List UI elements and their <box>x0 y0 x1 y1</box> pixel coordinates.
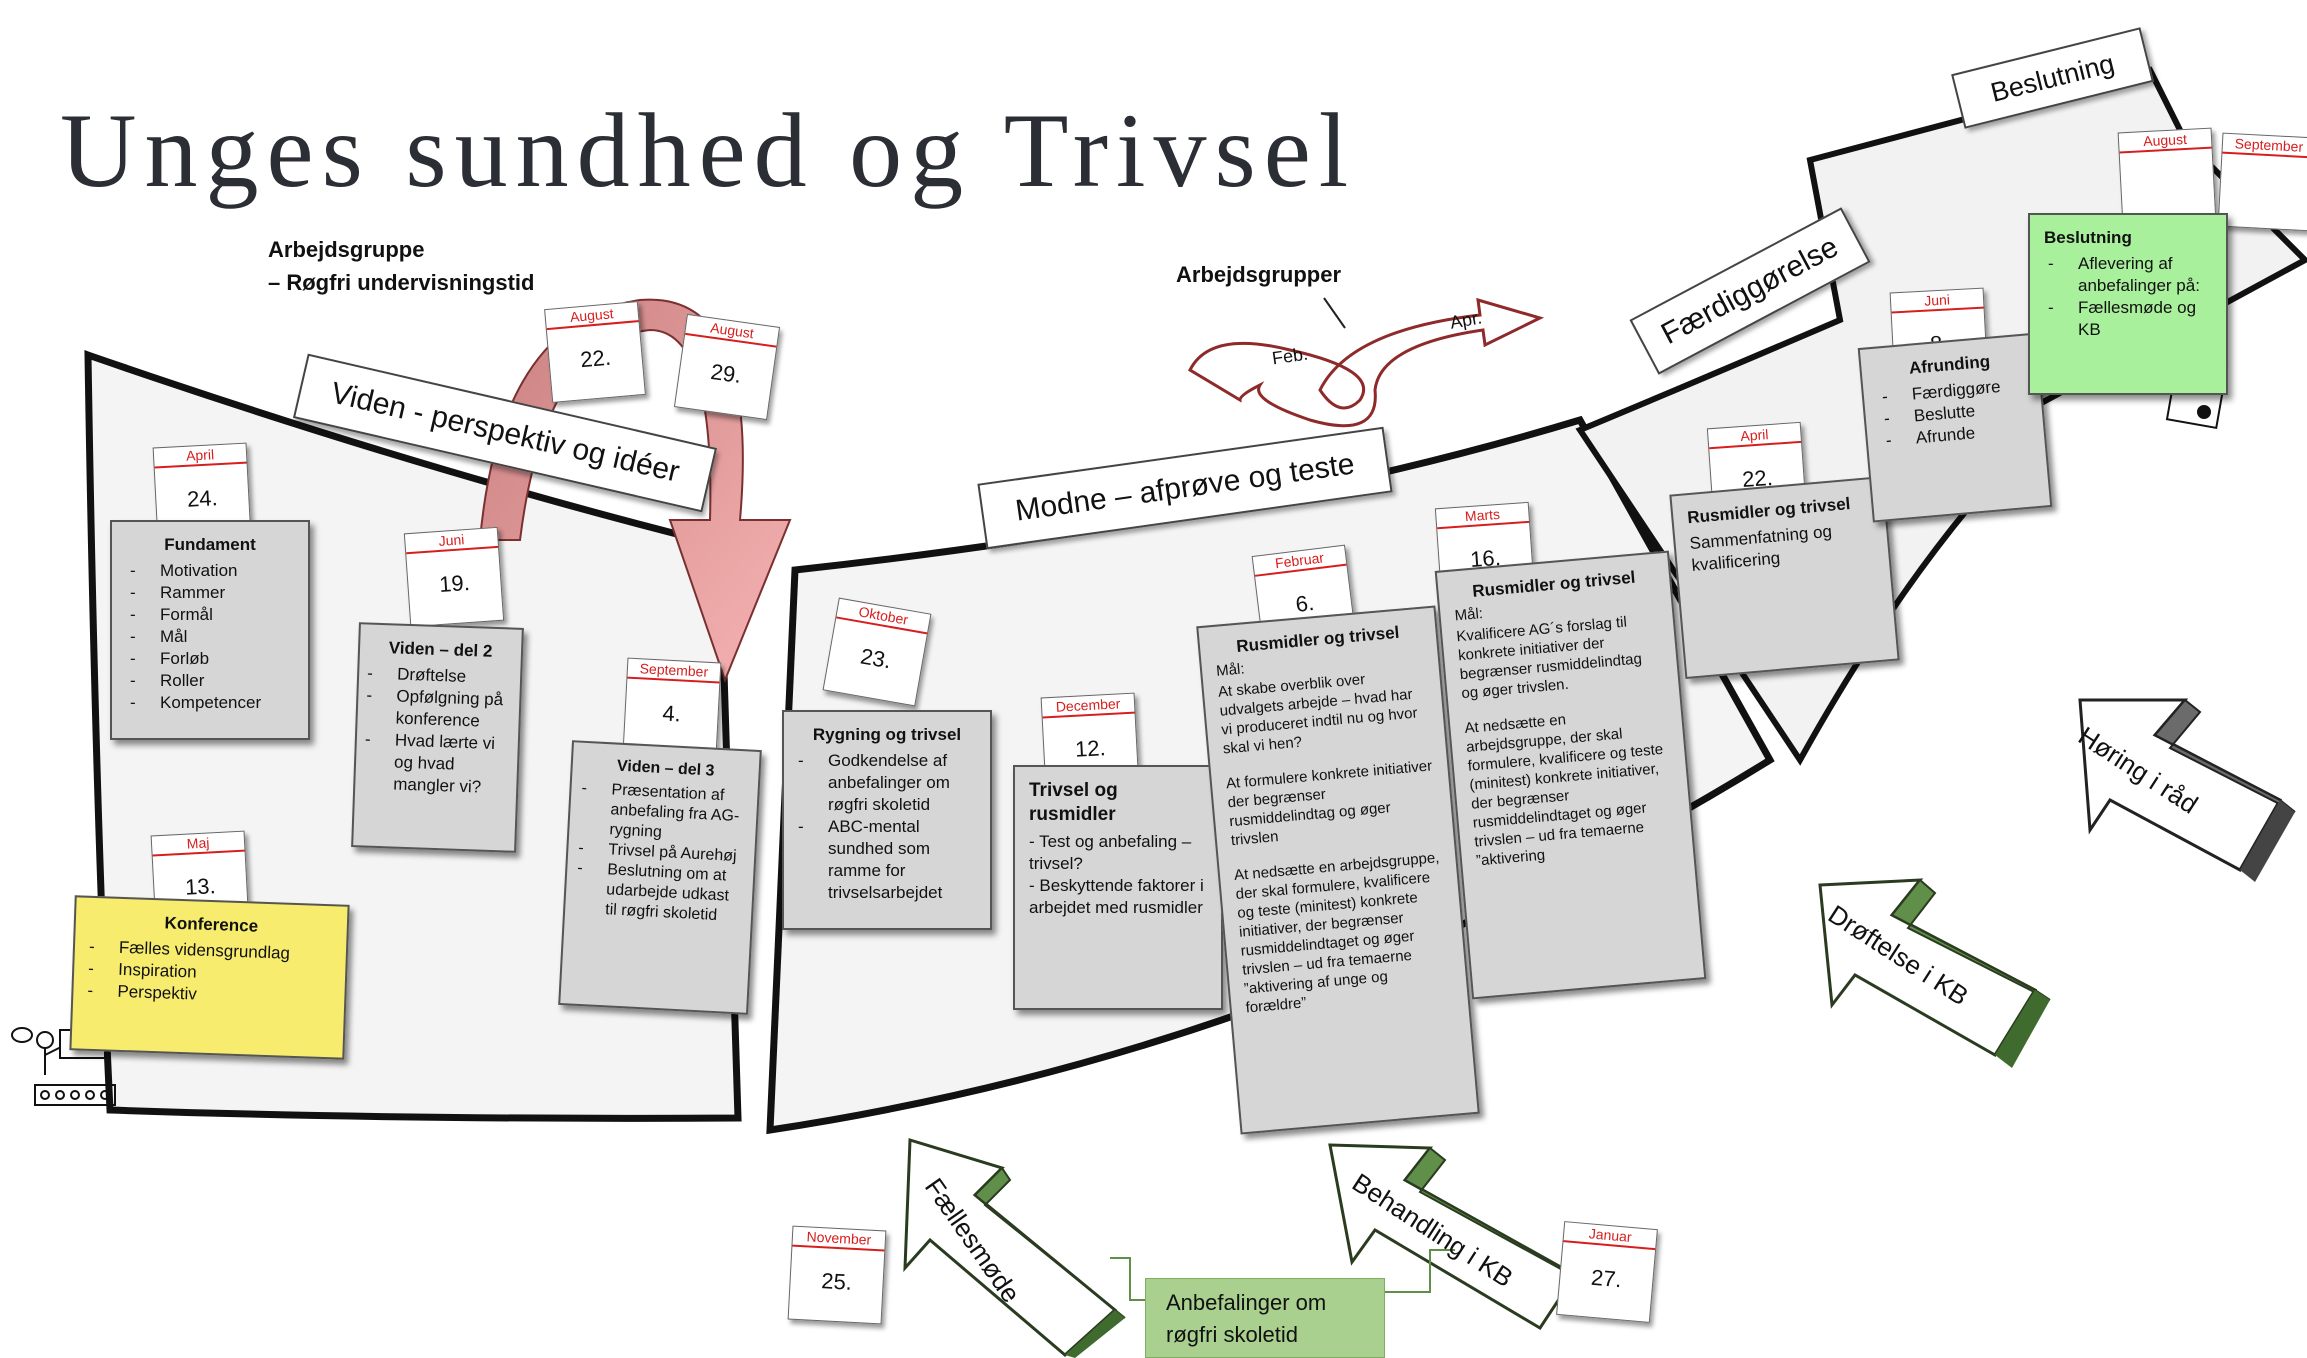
card-paragraph: At nedsætte en arbejdsgruppe, der skal f… <box>1463 711 1664 870</box>
card-viden-3: Viden – del 3 Præsentation af anbefaling… <box>558 740 762 1015</box>
calendar-month: Juni <box>404 527 499 555</box>
calendar-day: 12. <box>1074 735 1107 762</box>
person-icon <box>11 1027 116 1106</box>
greenbox-line1: Anbefalinger om <box>1166 1290 1327 1315</box>
card-afrunding: Afrunding Færdiggøre Beslutte Afrunde <box>1857 332 2053 523</box>
card-paragraph: At nedsætte en arbejdsgruppe, der skal f… <box>1233 849 1441 1017</box>
list-item: Beslutning om at udarbejde udkast til rø… <box>605 860 740 927</box>
calendar-month: September <box>2222 133 2307 159</box>
card-paragraph: At skabe overblik over udvalgets arbejde… <box>1217 670 1419 758</box>
card-rusmidler-22: Rusmidler og trivsel Sammenfatning og kv… <box>1669 475 1900 680</box>
card-beslutning: Beslutning Aflevering af anbefalinger på… <box>2028 213 2228 395</box>
calendar-day: 29. <box>709 358 743 388</box>
list-item: Formål <box>130 604 294 626</box>
calendar-day: 4. <box>661 700 682 727</box>
calendar-day: 19. <box>438 569 471 598</box>
list-item: ABC-mental sundhed som ramme for trivsel… <box>798 816 976 904</box>
calendar-month: April <box>1707 422 1802 450</box>
calendar-day: 23. <box>858 643 894 674</box>
page-title: Unges sundhed og Trivsel <box>60 92 1357 209</box>
calendar-september: September <box>2217 132 2307 232</box>
calendar-september-4: September 4. <box>622 657 722 757</box>
header-arbejdsgruppe-line1: Arbejdsgruppe <box>268 237 425 262</box>
list-item: Aflevering af anbefalinger på: <box>2048 253 2212 297</box>
card-viden-2: Viden – del 2 Drøftelse Opfølgning på ko… <box>351 622 524 853</box>
list-item: Godkendelse af anbefalinger om røgfri sk… <box>798 750 976 816</box>
card-rygning: Rygning og trivsel Godkendelse af anbefa… <box>782 710 992 930</box>
spiral-arrow <box>1188 297 1545 428</box>
calendar-month: April <box>153 443 247 469</box>
card-viden-3-title: Viden – del 3 <box>616 757 715 780</box>
card-fundament: Fundament Motivation Rammer Formål Mål F… <box>110 520 310 740</box>
card-fundament-title: Fundament <box>164 535 256 554</box>
list-item: Hvad lærte vi og hvad mangler vi? <box>393 730 504 800</box>
calendar-day: 22. <box>579 344 612 373</box>
greenbox-line2: røgfri skoletid <box>1166 1322 1299 1347</box>
card-viden-2-title: Viden – del 2 <box>388 638 493 661</box>
list-item: Motivation <box>130 560 294 582</box>
card-konference-title: Konference <box>164 913 259 936</box>
calendar-day: 25. <box>820 1268 853 1295</box>
calendar-november-25: November 25. <box>787 1225 887 1325</box>
card-paragraph: At formulere konkrete initiativer der be… <box>1225 757 1433 850</box>
calendar-day <box>2121 169 2213 174</box>
card-rusmidler-6: Rusmidler og trivsel Mål: At skabe overb… <box>1196 605 1480 1135</box>
card-trivsel-title: Trivsel og rusmidler <box>1029 780 1118 825</box>
card-konference: Konference Fælles vidensgrundlag Inspira… <box>69 895 350 1060</box>
calendar-day: 27. <box>1590 1264 1623 1293</box>
card-rusmidler-16: Rusmidler og trivsel Mål: Kvalificere AG… <box>1434 550 1707 1000</box>
calendar-day <box>2221 174 2307 179</box>
card-trivsel: Trivsel og rusmidler - Test og anbefalin… <box>1013 765 1223 1010</box>
calendar-month: September <box>627 658 721 684</box>
list-item: Opfølgning på konference <box>395 686 505 734</box>
calendar-month: Juni <box>1890 288 1984 314</box>
header-arbejdsgruppe-line2: – Røgfri undervisningstid <box>268 270 535 295</box>
calendar-juni-19: Juni 19. <box>403 526 505 628</box>
calendar-month: December <box>1041 693 1135 719</box>
card-trivsel-line: - Beskyttende faktorer i arbejdet med ru… <box>1029 876 1204 917</box>
calendar-day: 24. <box>186 485 219 512</box>
card-paragraph: Kvalificere AG´s forslag til konkrete in… <box>1455 613 1643 703</box>
card-beslutning-title: Beslutning <box>2044 228 2132 247</box>
calendar-month: Maj <box>151 831 245 857</box>
list-item: Rammer <box>130 582 294 604</box>
greenbox-anbefalinger: Anbefalinger om røgfri skoletid <box>1145 1278 1385 1358</box>
calendar-month: November <box>792 1226 886 1252</box>
list-item: Forløb <box>130 648 294 670</box>
list-item: Mål <box>130 626 294 648</box>
list-item: Præsentation af anbefaling fra AG-rygnin… <box>609 780 744 847</box>
header-arbejdsgrupper: Arbejdsgrupper <box>1176 262 1342 287</box>
card-rygning-title: Rygning og trivsel <box>812 725 962 744</box>
list-item: Kompetencer <box>130 692 294 714</box>
card-trivsel-line: - Test og anbefaling – trivsel? <box>1029 832 1192 873</box>
list-item: Roller <box>130 670 294 692</box>
arrow-fallesmode <box>903 1137 1118 1357</box>
calendar-august: August <box>2117 127 2217 227</box>
list-item: Fællesmøde og KB <box>2048 297 2212 341</box>
header-arbejdsgruppe: Arbejdsgruppe – Røgfri undervisningstid <box>268 233 534 299</box>
calendar-month: Marts <box>1435 502 1530 530</box>
calendar-month: August <box>2118 128 2212 154</box>
